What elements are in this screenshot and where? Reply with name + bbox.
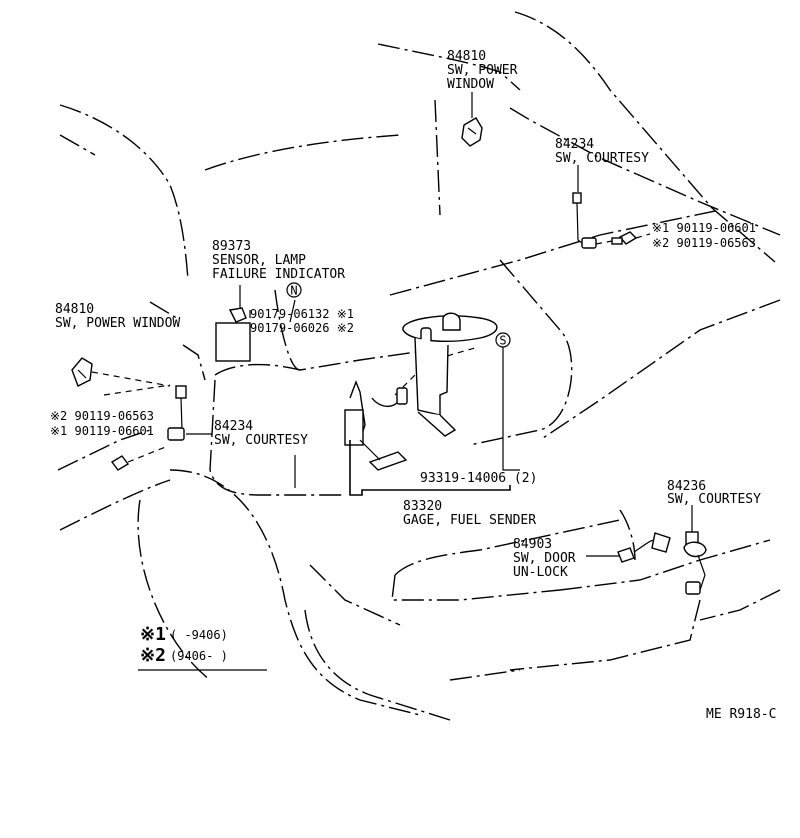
pw-top-name-2: WINDOW <box>447 77 494 92</box>
legend: ※1 ( -9406) ※2 (9406- ) <box>140 624 228 666</box>
sensor-name-2: FAILURE INDICATOR <box>212 267 345 282</box>
gage-part-no: 83320 <box>403 499 442 514</box>
door-unlock-switch <box>617 532 671 563</box>
leader-lines <box>91 92 693 671</box>
gage-name: GAGE, FUEL SENDER <box>403 513 536 528</box>
sensor-lamp-failure <box>215 307 251 362</box>
marker-s-circle <box>495 332 511 348</box>
gasket-code: 93319-14006 (2) <box>420 471 537 486</box>
marker-n-circle <box>286 282 302 298</box>
pw-top-name-1: SW, POWER <box>447 63 518 78</box>
fuel-sender-assembly <box>344 312 498 471</box>
courtesy-switch-top <box>572 192 597 249</box>
sensor-name-1: SENSOR, LAMP <box>212 253 306 268</box>
legend-mark-2: ※2 <box>140 645 166 666</box>
sensor-screw-code-2: 90179-06026 ※2 <box>250 321 354 335</box>
pw-top-part-no: 84810 <box>447 49 486 64</box>
courtesy-switch-right <box>683 531 707 595</box>
courtesy-top-part-no: 84234 <box>555 137 594 152</box>
power-window-switch-top <box>461 117 483 147</box>
bolt-left-code-1: ※1 90119-06601 <box>50 424 154 438</box>
power-window-switch-left <box>71 357 93 387</box>
illustration-code: ME R918-C <box>706 707 776 722</box>
bolt-left <box>110 455 130 471</box>
legend-mark-1: ※1 <box>140 624 166 645</box>
bolt-right-code-1: ※1 90119-06601 <box>652 221 756 235</box>
courtesy-right-part-no: 84236 <box>667 479 706 494</box>
legend-range-1: ( -9406) <box>170 628 228 642</box>
legend-range-2: (9406- ) <box>170 649 228 663</box>
unlock-name-1: SW, DOOR <box>513 551 576 566</box>
unlock-part-no: 84903 <box>513 537 552 552</box>
marker-s-label: S <box>499 334 506 348</box>
courtesy-right-name: SW, COURTESY <box>667 492 761 507</box>
courtesy-left-name: SW, COURTESY <box>214 433 308 448</box>
courtesy-top-name: SW, COURTESY <box>555 151 649 166</box>
unlock-name-2: UN-LOCK <box>513 565 568 580</box>
vehicle-body-outline <box>57 11 781 721</box>
bolt-top <box>611 231 638 245</box>
sensor-part-no: 89373 <box>212 239 251 254</box>
courtesy-switch-left <box>167 385 187 441</box>
bolt-left-code-2: ※2 90119-06563 <box>50 409 154 423</box>
pw-left-part-no: 84810 <box>55 302 94 317</box>
marker-n-label: N <box>290 284 297 298</box>
bolt-right-code-2: ※2 90119-06563 <box>652 236 756 250</box>
pw-left-name: SW, POWER WINDOW <box>55 316 180 331</box>
sensor-screw-code-1: 90179-06132 ※1 <box>250 307 354 321</box>
courtesy-left-part-no: 84234 <box>214 419 253 434</box>
